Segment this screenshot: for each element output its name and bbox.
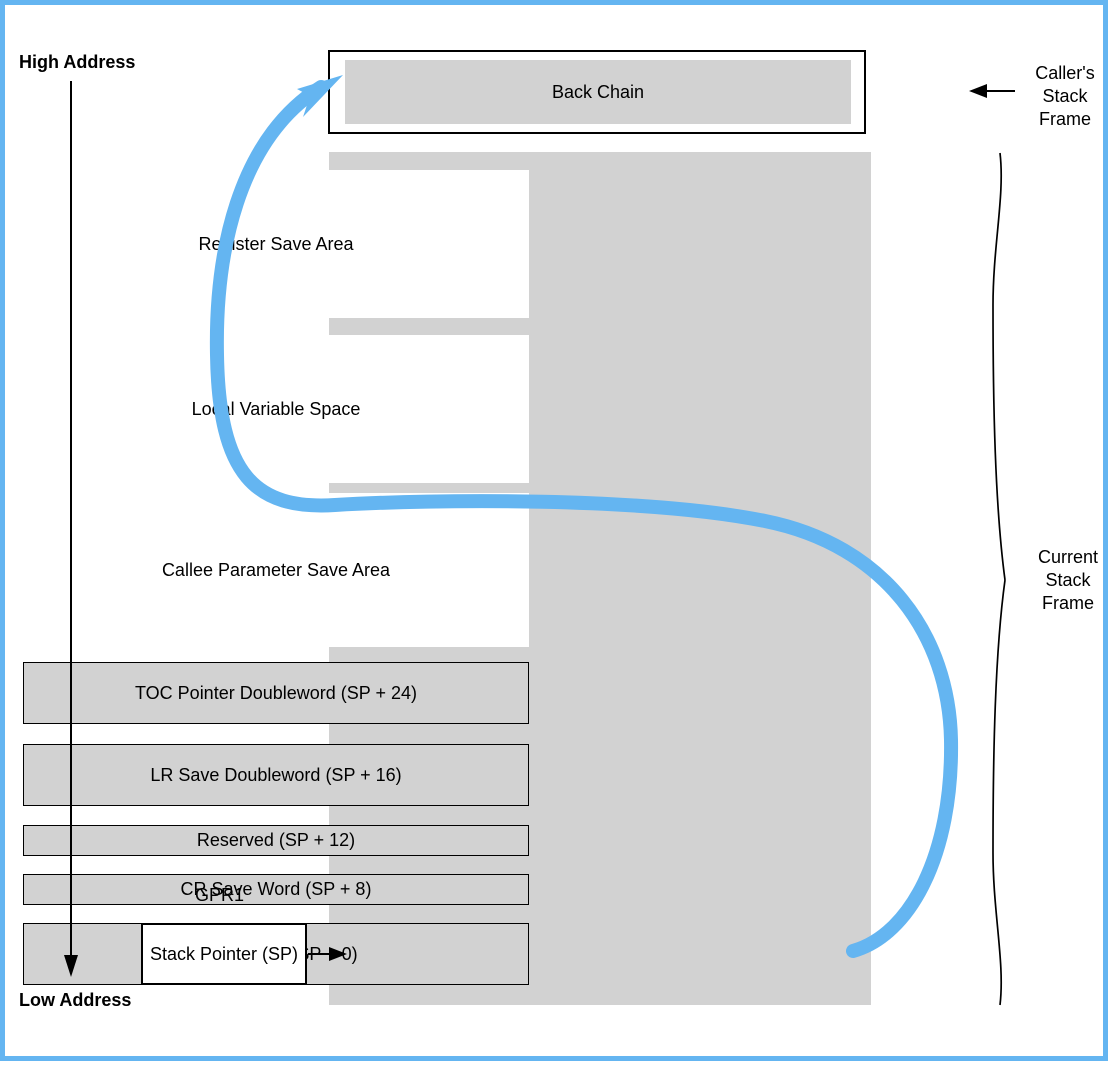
caller-back-chain-box: Back Chain bbox=[328, 50, 866, 134]
callers-stack-frame-label: Caller's Stack Frame bbox=[1035, 63, 1095, 130]
cell-local-variable-space: Local Variable Space bbox=[23, 335, 529, 483]
cell-lr-save-doubleword: LR Save Doubleword (SP + 16) bbox=[23, 744, 529, 806]
current-stack-frame-brace bbox=[992, 152, 1006, 1006]
low-address-label: Low Address bbox=[19, 990, 132, 1010]
cell-reserved: Reserved (SP + 12) bbox=[23, 825, 529, 856]
cell-cr-save-word: CR Save Word (SP + 8) bbox=[23, 874, 529, 905]
cell-callee-parameter-save-area: Callee Parameter Save Area bbox=[23, 493, 529, 647]
caller-back-chain-label: Back Chain bbox=[345, 60, 851, 124]
high-address-label: High Address bbox=[19, 52, 136, 72]
cell-register-save-area: Register Save Area bbox=[23, 170, 529, 318]
stack-pointer-box: Stack Pointer (SP) bbox=[141, 923, 307, 985]
callers-frame-pointer-arrow bbox=[969, 84, 1015, 98]
current-stack-frame-label: Current Stack Frame bbox=[1037, 547, 1099, 614]
gpr1-label: GPR1 bbox=[195, 885, 245, 905]
cell-toc-pointer-doubleword: TOC Pointer Doubleword (SP + 24) bbox=[23, 662, 529, 724]
